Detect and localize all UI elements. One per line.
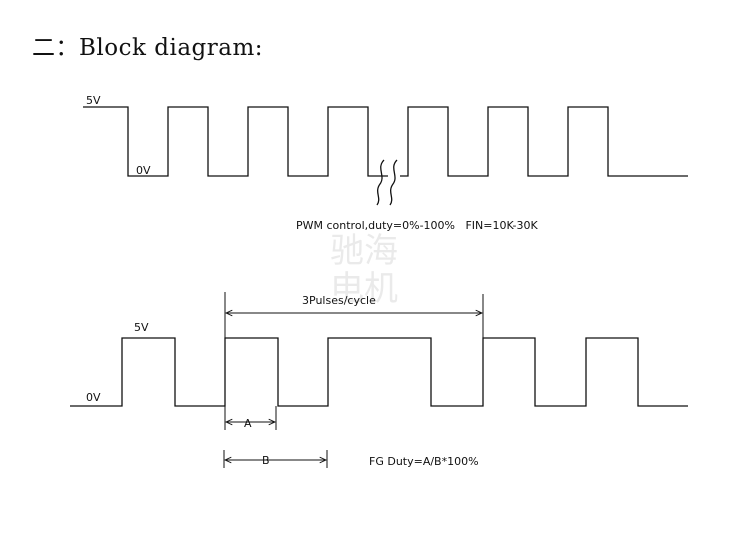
pwm-caption: PWM control,duty=0%-100% FIN=10K-30K <box>296 219 539 232</box>
cycle-label: 3Pulses/cycle <box>302 294 376 307</box>
break-symbol <box>376 159 398 206</box>
page-title: 二：Block diagram: <box>32 35 264 61</box>
pwm-signal-left <box>83 106 388 177</box>
pwm-waveform: 5V 0V PWM control,duty=0%-100% FIN=10K-3… <box>83 94 688 232</box>
pwm-5v-label: 5V <box>86 94 101 107</box>
watermark-line-2: 电机 <box>330 269 398 309</box>
b-label: B <box>262 454 270 467</box>
a-label: A <box>244 417 252 430</box>
fg-5v-label: 5V <box>134 321 149 334</box>
fg-signal <box>70 337 688 407</box>
pwm-signal-right <box>400 106 688 177</box>
fg-caption: FG Duty=A/B*100% <box>369 455 479 468</box>
fg-0v-label: 0V <box>86 391 101 404</box>
watermark-line-1: 驰海 <box>330 231 398 271</box>
watermark: 驰海 电机 <box>330 231 398 309</box>
pwm-0v-label: 0V <box>136 164 151 177</box>
fg-waveform: 3Pulses/cycle A B 5V 0V FG Duty=A/B*100% <box>70 292 688 468</box>
